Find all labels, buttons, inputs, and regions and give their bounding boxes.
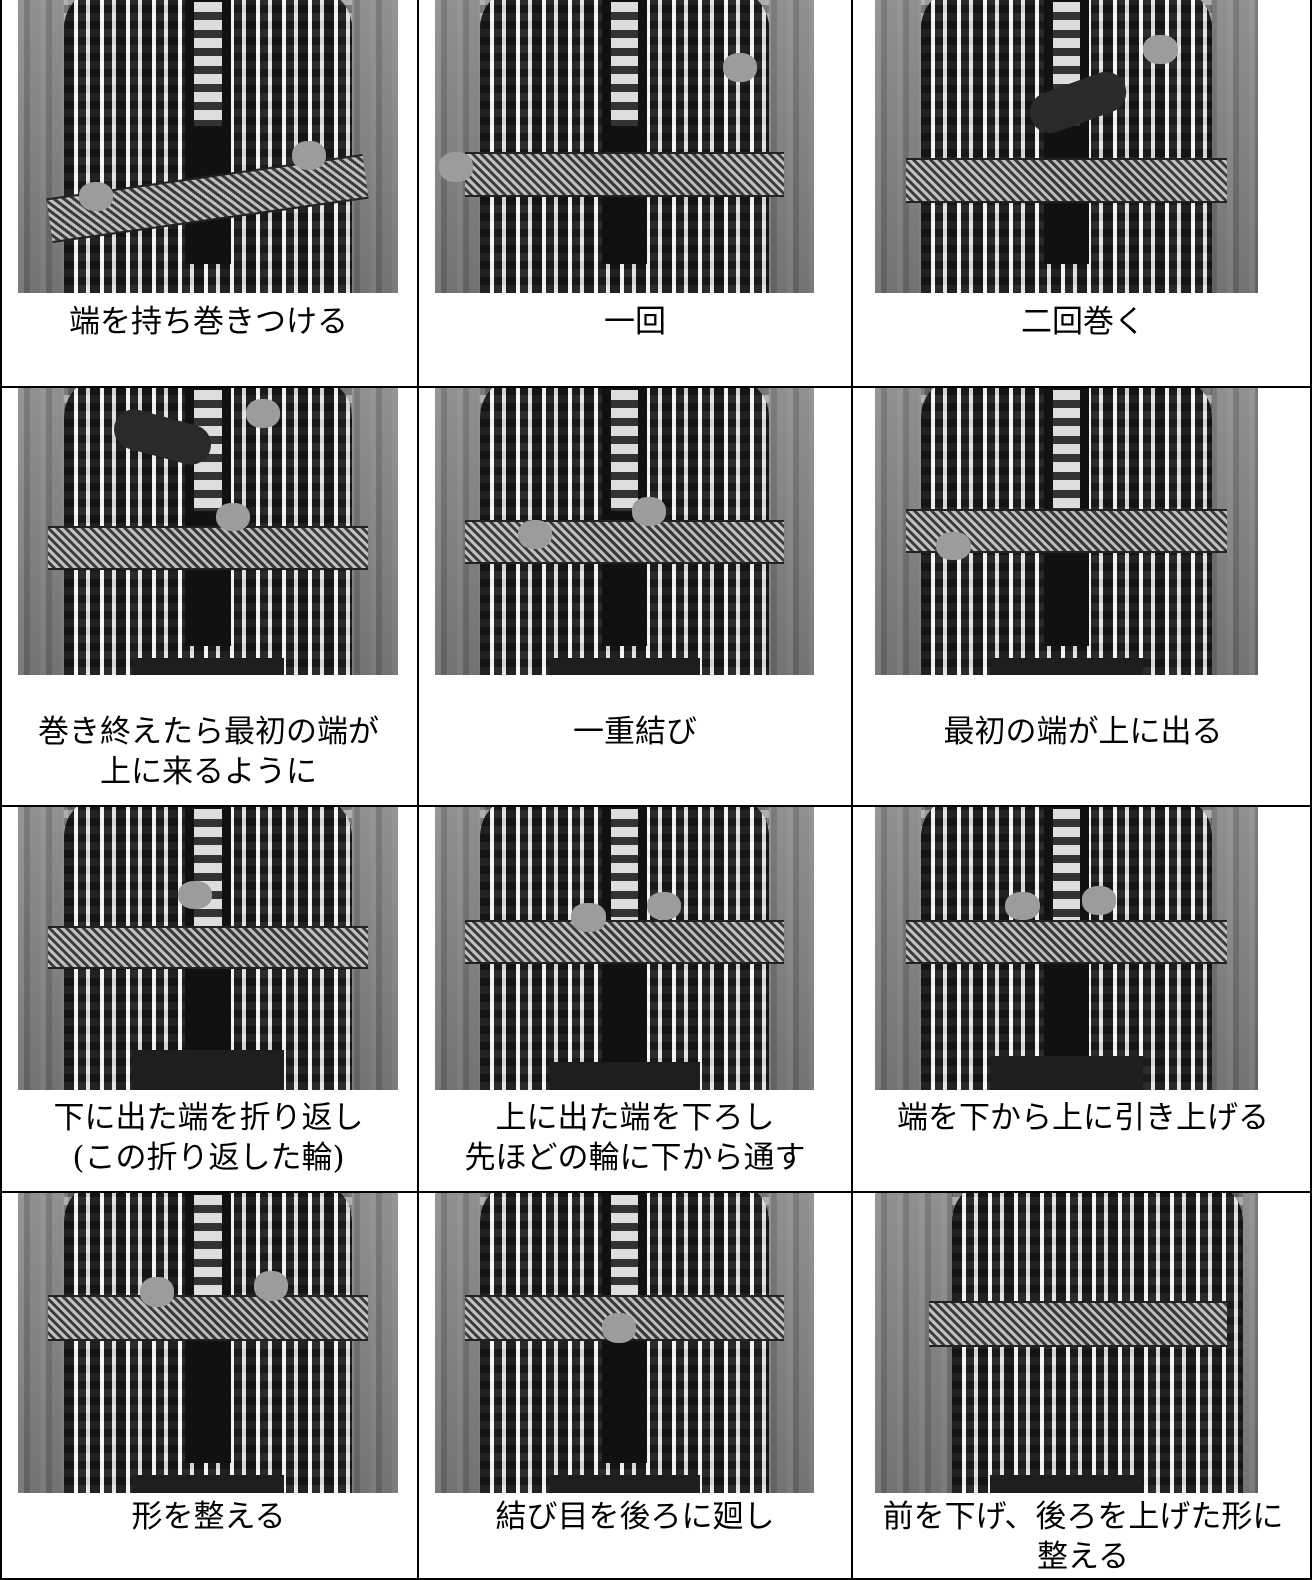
step-photo-12 xyxy=(875,1193,1258,1493)
step-photo-1 xyxy=(18,0,398,293)
step-caption-1: 端を持ち巻きつける xyxy=(69,304,348,340)
step-caption-6: 最初の端が上に出る xyxy=(943,714,1223,750)
step-caption-9: 端を下から上に引き上げる xyxy=(897,1100,1269,1136)
step-caption-3: 二回巻く xyxy=(1021,304,1145,340)
step-photo-3 xyxy=(875,0,1258,293)
step-photo-5 xyxy=(435,388,814,675)
step-caption-5: 一重結び xyxy=(573,714,697,750)
column-divider xyxy=(417,0,419,1580)
step-photo-9 xyxy=(875,807,1258,1090)
step-caption-10: 形を整える xyxy=(131,1499,286,1535)
step-caption-2: 一回 xyxy=(604,304,666,340)
row-divider xyxy=(0,1191,1312,1193)
step-caption-12: 前を下げ、後ろを上げた形に整える xyxy=(882,1499,1284,1575)
step-caption-8: 上に出た端を下ろし先ほどの輪に下から通す xyxy=(464,1100,806,1176)
step-photo-4 xyxy=(18,388,398,675)
row-divider xyxy=(0,386,1312,388)
step-photo-8 xyxy=(435,807,814,1090)
step-caption-4: 巻き終えたら最初の端が上に来るように xyxy=(38,714,379,790)
step-photo-6 xyxy=(875,388,1258,675)
step-caption-7: 下に出た端を折り返し(この折り返した輪) xyxy=(53,1100,364,1176)
row-divider xyxy=(0,805,1312,807)
step-photo-11 xyxy=(435,1193,814,1493)
step-photo-7 xyxy=(18,807,398,1090)
column-divider xyxy=(851,0,853,1580)
step-photo-10 xyxy=(18,1193,398,1493)
step-caption-11: 結び目を後ろに廻し xyxy=(495,1499,775,1535)
step-photo-2 xyxy=(435,0,814,293)
